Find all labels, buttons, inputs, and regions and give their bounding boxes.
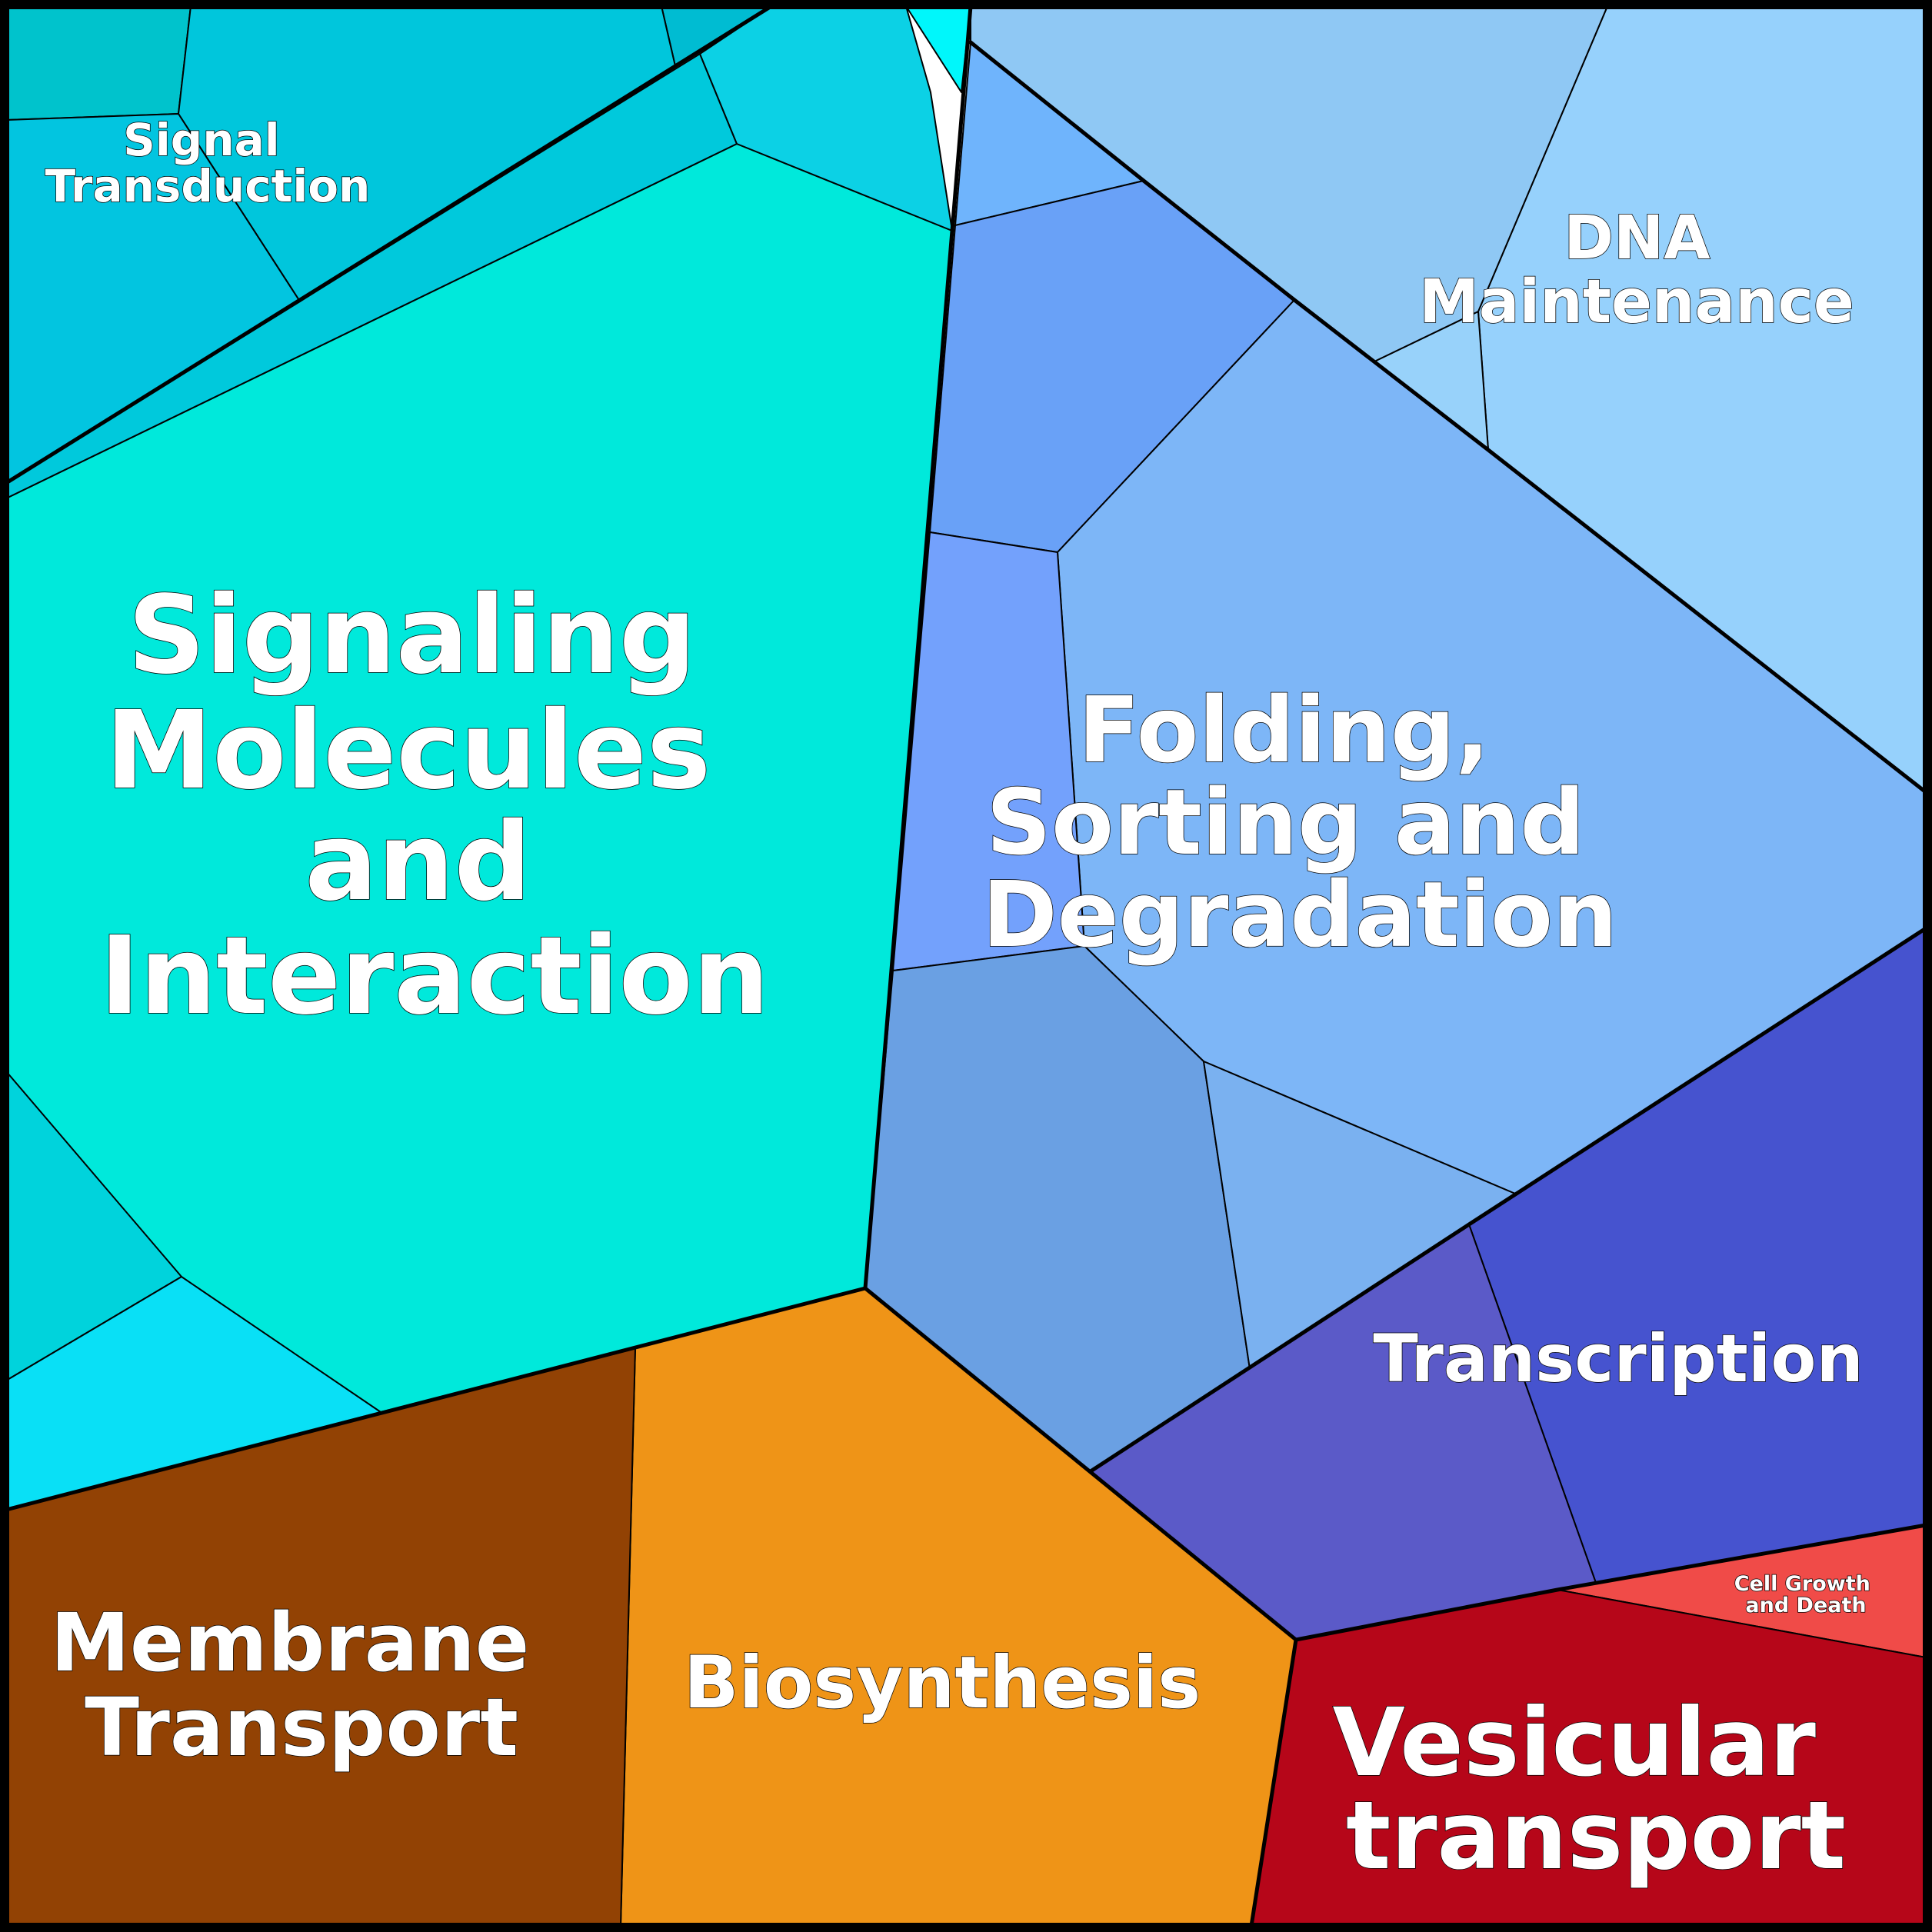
border-signaling-bottom: [4, 1286, 868, 1512]
border-folding-dna: [968, 40, 1928, 794]
group-borders: [4, 4, 1928, 1928]
region-signaling: [5, 5, 971, 1511]
label-membrane-transport: Membrane Transport: [50, 1596, 557, 1774]
label-signaling-molecules: Signaling Molecules and Interaction: [100, 573, 770, 1039]
border-transduction: [4, 4, 774, 485]
label-vesicular: Vesicular transport: [1333, 1688, 1849, 1890]
border-transcription-vesicular: [1294, 1523, 1928, 1642]
label-dna-maintenance: DNA Maintenance: [1419, 204, 1854, 337]
border-folding-transcription: [1088, 926, 1928, 1474]
cell-transduction-corner[interactable]: [5, 5, 192, 121]
label-cell-growth: Cell Growth and Death: [1734, 1572, 1878, 1617]
label-signal-transduction: Signal Transduction: [45, 114, 371, 212]
region-folding: [864, 5, 1927, 1472]
labels: Signaling Molecules and Interaction Sign…: [45, 113, 1878, 1891]
border-signaling-right: [863, 4, 973, 1291]
label-folding: Folding, Sorting and Degradation: [982, 677, 1617, 968]
label-biosynthesis: Biosynthesis: [684, 1641, 1201, 1725]
label-transcription: Transcription: [1373, 1321, 1863, 1397]
